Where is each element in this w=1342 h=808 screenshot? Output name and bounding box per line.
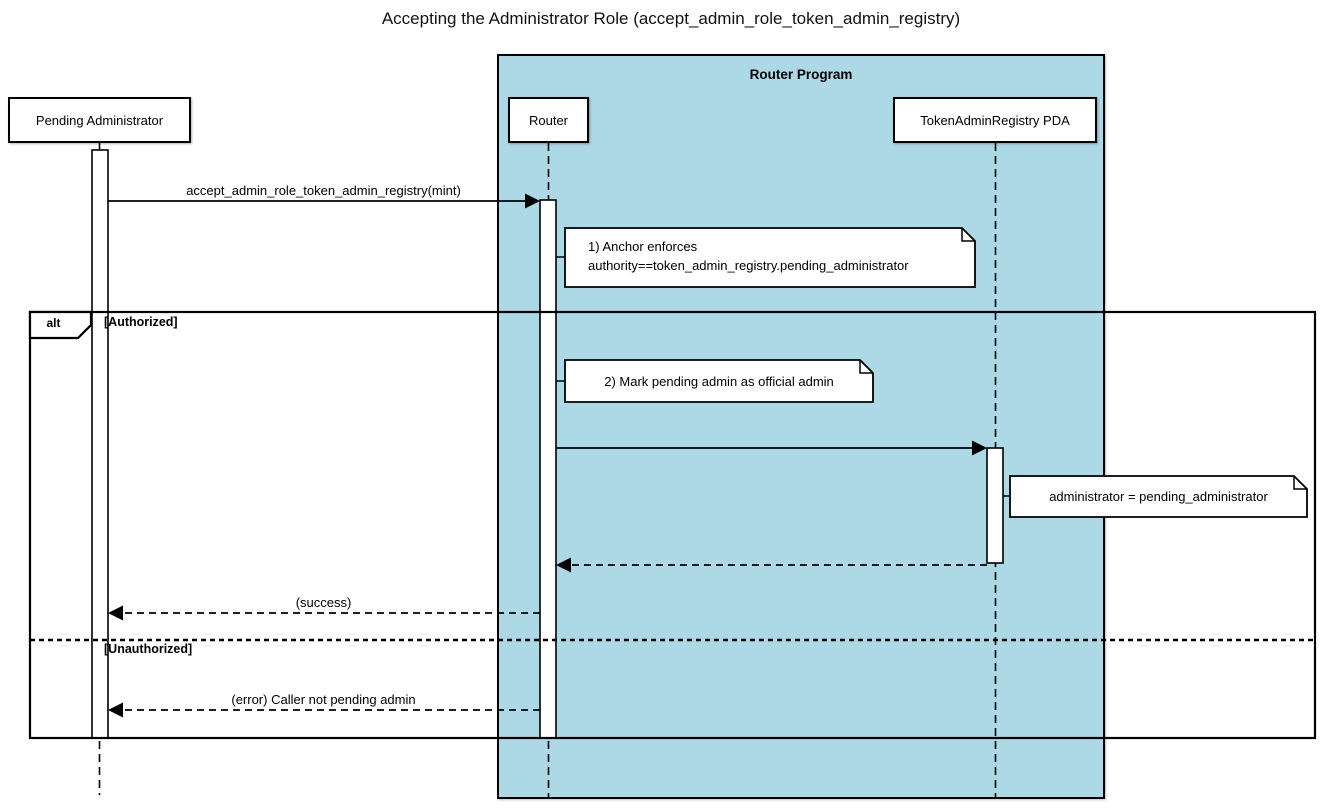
guard-unauthorized-label: [Unauthorized] [104, 642, 193, 656]
participant-router-label: Router [528, 112, 569, 128]
router-program-label: Router Program [749, 67, 853, 82]
activation-router [539, 199, 557, 739]
note-anchor-enforces-shape [556, 227, 976, 288]
note-assign-admin-text: administrator = pending_administrator [1049, 489, 1268, 504]
guard-authorized-label: [Authorized] [104, 315, 178, 329]
note-mark-admin-shape [556, 359, 874, 403]
participant-tokenadminregistry-pda: TokenAdminRegistry PDA [893, 97, 1097, 143]
participant-tokenadminregistry-pda-label: TokenAdminRegistry PDA [920, 112, 1070, 128]
note-anchor-enforces-text: 1) Anchor enforces authority==token_admi… [588, 239, 909, 273]
note-mark-admin-text: 2) Mark pending admin as official admin [604, 373, 834, 389]
message-success-label: (success) [295, 595, 352, 610]
participant-pending-administrator-label: Pending Administrator [35, 112, 164, 128]
activation-tokenadminregistry-pda [986, 447, 1004, 564]
arrow-update-registry [556, 440, 987, 456]
router-program-frame: Router Program [497, 54, 1105, 799]
arrow-return-to-router [556, 557, 987, 573]
message-call-label: accept_admin_role_token_admin_registry(m… [186, 183, 461, 198]
arrow-return-error [108, 702, 540, 718]
alt-frame [28, 310, 1317, 740]
participant-router: Router [508, 97, 589, 143]
arrow-return-success [108, 605, 540, 621]
arrow-call-message [108, 193, 540, 209]
participant-pending-administrator: Pending Administrator [8, 97, 191, 143]
alt-operator-pentagon [28, 310, 93, 340]
alt-operator-label: alt [46, 316, 61, 330]
message-error-label: (error) Caller not pending admin [231, 692, 416, 707]
diagram-title: Accepting the Administrator Role (accept… [381, 9, 961, 28]
note-assign-admin-shape [1003, 475, 1308, 518]
